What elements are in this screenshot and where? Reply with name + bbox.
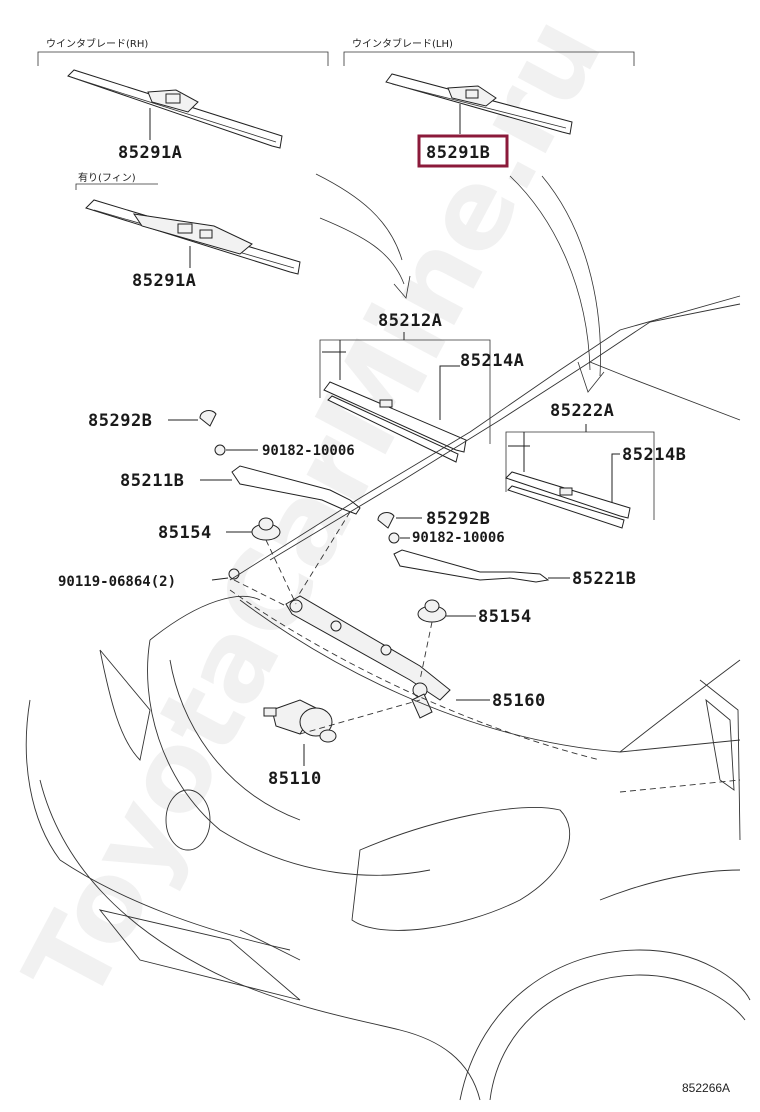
- label-85291b[interactable]: 85291B: [426, 143, 490, 163]
- label-90182-right: 90182-10006: [412, 530, 505, 546]
- nut-90182-right: [388, 532, 410, 544]
- label-85154-right: 85154: [478, 607, 532, 627]
- wiper-blade-lh-drawing: [385, 73, 573, 135]
- label-85292b-left: 85292B: [88, 411, 152, 431]
- refill-rh-group: [319, 332, 491, 463]
- fin-bracket: 有り(フィン): [75, 171, 158, 190]
- label-85214b: 85214B: [622, 445, 686, 465]
- label-85110: 85110: [268, 769, 322, 789]
- diagram-code: 852266A: [682, 1081, 730, 1095]
- car-body-outline: [25, 295, 751, 1101]
- label-90182-left: 90182-10006: [262, 443, 355, 459]
- label-85222a: 85222A: [550, 401, 614, 421]
- label-85291a-fin: 85291A: [132, 271, 196, 291]
- wiper-motor-85110: [263, 699, 337, 766]
- flow-arrows: [315, 173, 605, 393]
- rh-blade-bracket: ウインタブレード(RH): [37, 37, 329, 66]
- blade-rh-heading: ウインタブレード(RH): [46, 37, 148, 50]
- highlight-box-85291b: [417, 134, 509, 168]
- label-85214a: 85214A: [460, 351, 524, 371]
- cap-85292b-left: [168, 410, 217, 427]
- label-85154-left: 85154: [158, 523, 212, 543]
- label-85292b-right: 85292B: [426, 509, 490, 529]
- assembly-guides: [233, 511, 433, 735]
- label-85291a-top: 85291A: [118, 143, 182, 163]
- nut-90182-left: [214, 444, 258, 456]
- wiper-blade-fin-drawing: [85, 199, 301, 275]
- pivot-cap-85154-left: [226, 517, 281, 541]
- lh-blade-bracket: ウインタブレード(LH): [343, 37, 635, 66]
- label-85160: 85160: [492, 691, 546, 711]
- watermark: ToyotaCarMine.ru: [0, 0, 626, 1022]
- cap-85292b-right: [377, 512, 422, 529]
- label-85221b: 85221B: [572, 569, 636, 589]
- wiper-arm-lh-85221b: [393, 549, 570, 583]
- pivot-cap-85154-right: [417, 599, 476, 623]
- blade-lh-heading: ウインタブレード(LH): [352, 37, 453, 50]
- with-fin-heading: 有り(フィン): [78, 171, 136, 184]
- wiper-blade-rh-drawing: [67, 69, 283, 149]
- wiper-linkage-85160: [285, 595, 490, 719]
- label-85211b: 85211B: [120, 471, 184, 491]
- wiper-arm-rh-85211b: [200, 465, 361, 515]
- label-85212a: 85212A: [378, 311, 442, 331]
- refill-lh-group: [505, 424, 655, 529]
- label-90119: 90119-06864(2): [58, 574, 176, 590]
